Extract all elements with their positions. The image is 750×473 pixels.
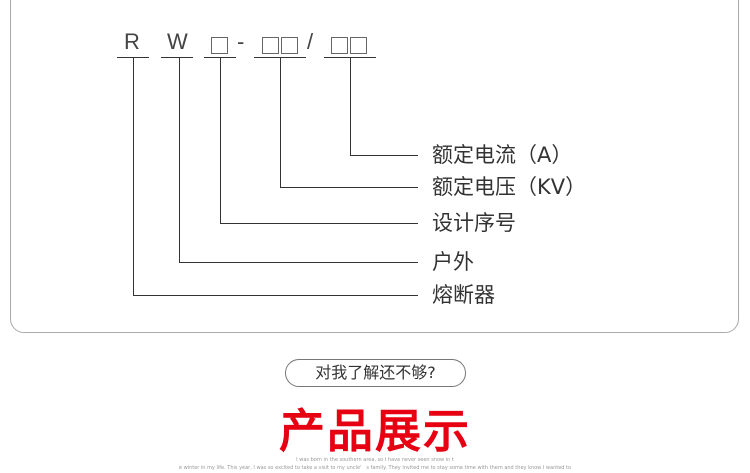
code-dash: -	[237, 29, 245, 54]
code-slash: /	[307, 29, 314, 54]
label-design-number: 设计序号	[432, 211, 516, 235]
section-title: 产品展示	[279, 404, 471, 458]
model-card	[10, 0, 739, 333]
underline	[161, 57, 193, 58]
decorative-text: I was born in the southern area, so I ha…	[296, 457, 454, 463]
connector	[179, 262, 418, 263]
label-outdoor: 户外	[432, 250, 474, 274]
placeholder-boxes	[261, 33, 299, 59]
connector	[350, 155, 418, 156]
connector	[133, 295, 418, 296]
connector	[220, 57, 221, 224]
connector	[280, 57, 281, 188]
label-rated-voltage: 额定电压（KV）	[432, 175, 587, 199]
code-r: R	[124, 29, 140, 54]
placeholder-box	[210, 33, 229, 59]
learn-more-pill: 对我了解还不够?	[285, 359, 466, 387]
code-w: W	[167, 29, 188, 54]
connector	[350, 57, 351, 156]
decorative-text: e winter in my life. This year, I was so…	[178, 465, 572, 471]
label-rated-current: 额定电流（A）	[432, 143, 573, 167]
connector	[133, 57, 134, 296]
label-fuse: 熔断器	[432, 283, 495, 307]
connector	[280, 187, 418, 188]
connector	[179, 57, 180, 263]
connector	[220, 223, 418, 224]
placeholder-boxes	[330, 33, 368, 59]
